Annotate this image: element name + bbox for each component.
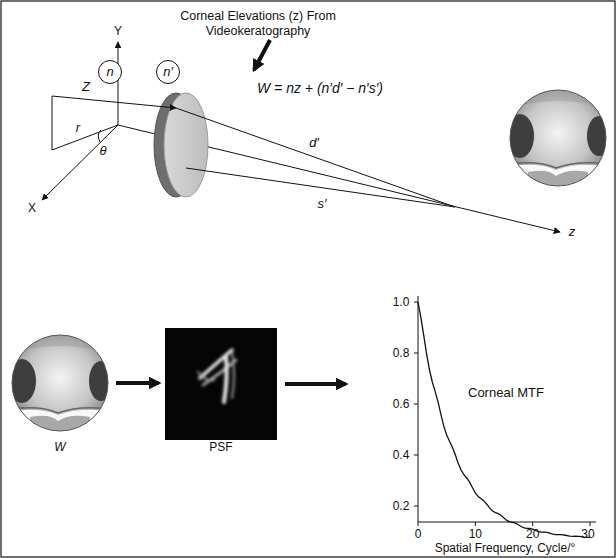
psf-image: [165, 328, 277, 440]
distance-label: s′: [318, 197, 327, 211]
chart-title: Corneal MTF: [468, 386, 544, 400]
panel-caption: W: [10, 440, 110, 454]
tick-label: 1.0: [393, 295, 410, 309]
cornea-lens: [154, 93, 208, 197]
axis-label: X: [28, 201, 36, 215]
tick-label: 20: [526, 527, 539, 541]
wavefront-map: W: [10, 330, 110, 456]
ray-lines: [52, 96, 455, 207]
flow-arrow: [116, 381, 159, 385]
pointer-arrow: [254, 40, 270, 70]
flow-arrow: [285, 382, 346, 386]
index-symbol: n: [106, 65, 113, 79]
panel-caption: PSF: [163, 440, 279, 454]
tick-label: 0: [415, 527, 422, 541]
heading-text: Corneal Elevations (z) From Videokeratog…: [163, 9, 353, 39]
formula: W = nz + (n′d′ − n′s′): [257, 81, 383, 95]
medium-index-circle: n: [98, 60, 122, 84]
tick-label: 0.2: [393, 499, 410, 513]
mtf-curve: [418, 302, 590, 537]
medium-index-circle: n′: [156, 60, 180, 84]
tick-label: 30: [581, 527, 594, 541]
coordinate-axes: [42, 42, 560, 232]
angle-label: θ: [99, 144, 106, 158]
index-symbol: n′: [163, 65, 173, 79]
axis-label: z: [569, 225, 576, 239]
tick-label: 0.6: [393, 397, 410, 411]
axis-label: Z: [82, 80, 90, 94]
psf-panel: PSF: [163, 326, 279, 456]
tick-label: 0.4: [393, 448, 410, 462]
axis-title: Spatial Frequency, Cycle/°: [435, 541, 576, 555]
chart-axes: [418, 296, 596, 522]
distance-label: d′: [309, 136, 319, 150]
mtf-chart: Corneal MTF: [350, 290, 605, 522]
axis-label: r: [76, 121, 80, 135]
tick-label: 10: [469, 527, 482, 541]
axis-label: Y: [114, 24, 122, 38]
corneal-map: [8, 335, 113, 431]
tick-label: 0.8: [393, 346, 410, 360]
corneal-map: [506, 90, 611, 186]
